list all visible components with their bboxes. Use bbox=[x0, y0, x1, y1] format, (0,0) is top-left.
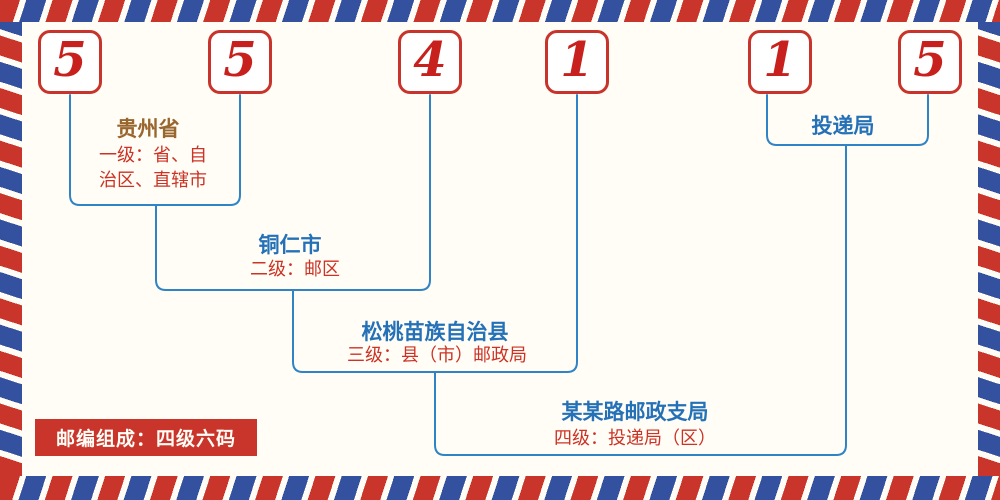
label-city-name: 铜仁市 bbox=[258, 233, 322, 257]
digit-2: 5 bbox=[223, 32, 257, 88]
label-level1-desc: 一级：省、自治区、直辖市 bbox=[99, 145, 207, 191]
label-province-name: 贵州省 bbox=[116, 117, 180, 141]
digit-box-2: 5 bbox=[208, 30, 272, 94]
airmail-border-left bbox=[0, 22, 22, 476]
digit-3: 4 bbox=[413, 32, 447, 88]
digit-4: 1 bbox=[560, 32, 594, 88]
airmail-border-bottom bbox=[0, 476, 1000, 500]
digit-box-5: 1 bbox=[748, 30, 812, 94]
label-level2-desc: 二级：邮区 bbox=[250, 259, 340, 280]
label-level3-desc: 三级：县（市）邮政局 bbox=[347, 345, 527, 366]
digit-box-1: 5 bbox=[38, 30, 102, 94]
digit-box-6: 5 bbox=[898, 30, 962, 94]
digit-box-3: 4 bbox=[398, 30, 462, 94]
label-delivery-office: 投递局 bbox=[811, 114, 875, 138]
label-county-name: 松桃苗族自治县 bbox=[361, 320, 509, 344]
airmail-border-right bbox=[978, 22, 1000, 476]
bracket-delivery bbox=[766, 94, 929, 146]
label-branch-name: 某某路邮政支局 bbox=[561, 400, 709, 424]
digit-1: 5 bbox=[53, 32, 87, 88]
label-level4-desc: 四级：投递局（区） bbox=[554, 428, 716, 449]
digit-5: 1 bbox=[763, 32, 797, 88]
composition-badge: 邮编组成：四级六码 bbox=[35, 419, 257, 456]
airmail-border-top bbox=[0, 0, 1000, 22]
bracket-level4 bbox=[434, 144, 847, 456]
digit-6: 5 bbox=[913, 32, 947, 88]
digit-box-4: 1 bbox=[545, 30, 609, 94]
